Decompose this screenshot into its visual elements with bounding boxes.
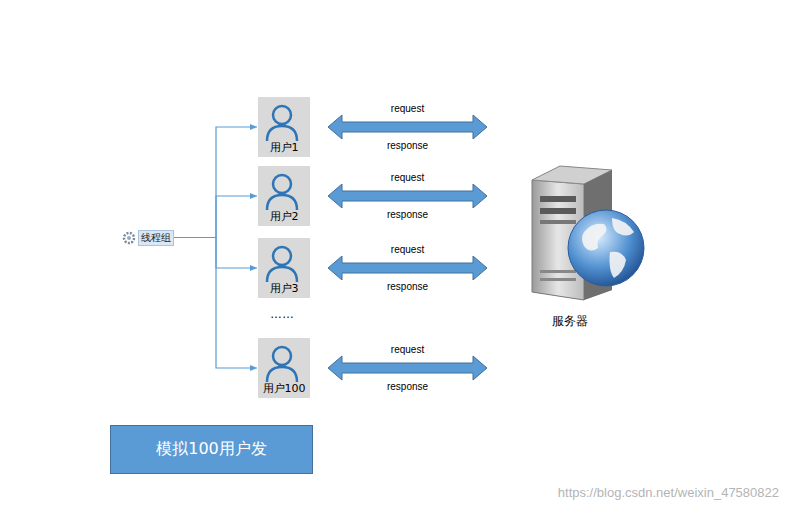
- response-label: response: [387, 281, 428, 292]
- watermark: https://blog.csdn.net/weixin_47580822: [558, 485, 779, 500]
- node-label: 用户1: [258, 140, 310, 155]
- server-illustration: [532, 166, 644, 300]
- node-label: 线程组: [138, 230, 174, 246]
- user-box: 用户100: [258, 338, 310, 398]
- double-arrow: [328, 256, 487, 280]
- edge-label: request: [391, 344, 424, 355]
- double-arrow: [328, 356, 487, 380]
- tree-connector: [174, 127, 257, 238]
- edge-label: request: [391, 172, 424, 183]
- edge-label: request: [391, 244, 424, 255]
- node-label: 用户2: [258, 209, 310, 224]
- gear-icon: [122, 231, 136, 245]
- tree-connector: [174, 238, 257, 369]
- user-box: 用户2: [258, 166, 310, 226]
- server-node: 服务器: [490, 100, 660, 400]
- user-box: 用户3: [258, 238, 310, 298]
- ellipsis-mark: ……: [270, 307, 294, 321]
- double-arrow: [328, 115, 487, 139]
- node-label: 模拟100用户发: [156, 439, 267, 460]
- node-label: 用户3: [258, 281, 310, 296]
- response-label: response: [387, 209, 428, 220]
- note-band: 模拟100用户发: [110, 425, 313, 474]
- edge-label: request: [391, 103, 424, 114]
- double-arrow: [328, 184, 487, 208]
- response-label: response: [387, 381, 428, 392]
- thread-group-box: 线程组: [122, 229, 174, 246]
- node-label: 用户100: [258, 381, 310, 396]
- tree-connector: [174, 196, 257, 238]
- node-label: 服务器: [520, 313, 620, 330]
- user-box: 用户1: [258, 97, 310, 157]
- response-label: response: [387, 140, 428, 151]
